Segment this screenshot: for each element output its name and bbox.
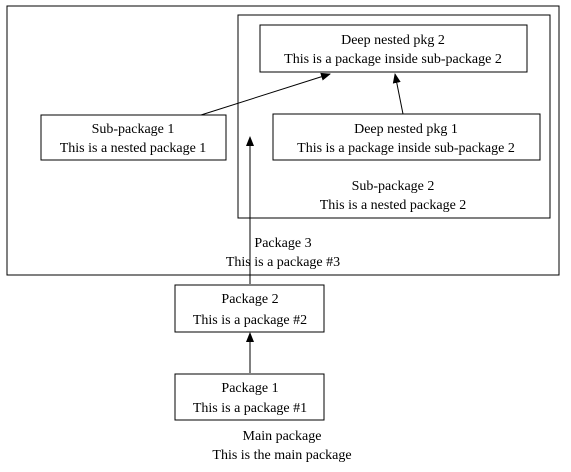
edges xyxy=(200,72,404,373)
node-subtitle: This is a package #2 xyxy=(193,313,307,328)
cluster-package-3-subtitle: This is a package #3 xyxy=(226,255,340,270)
main-package-title: Main package xyxy=(243,429,322,444)
cluster-package-3 xyxy=(6,5,560,276)
node-subpackage-1: Sub-package 1 This is a nested package 1 xyxy=(40,114,227,161)
cluster-subpackage-2 xyxy=(237,14,551,219)
node-title: Sub-package 1 xyxy=(92,122,175,137)
node-package-1: Package 1 This is a package #1 xyxy=(174,373,325,421)
node-deep-nested-pkg-2: Deep nested pkg 2 This is a package insi… xyxy=(259,24,528,73)
node-subtitle: This is a nested package 1 xyxy=(60,141,207,156)
main-package-subtitle: This is the main package xyxy=(212,448,351,463)
edge-subpackage1-to-deep2 xyxy=(200,72,331,116)
node-deep-nested-pkg-1: Deep nested pkg 1 This is a package insi… xyxy=(272,113,541,161)
node-subtitle: This is a package inside sub-package 2 xyxy=(297,141,515,156)
edge-deep1-to-deep2 xyxy=(392,73,404,115)
cluster-package-3-title: Package 3 xyxy=(254,236,311,251)
cluster-subpackage-2-title: Sub-package 2 xyxy=(352,179,435,194)
node-title: Package 2 xyxy=(221,292,278,307)
node-package-2: Package 2 This is a package #2 xyxy=(174,284,325,333)
node-subtitle: This is a package #1 xyxy=(193,401,307,416)
node-title: Deep nested pkg 2 xyxy=(341,33,445,48)
cluster-subpackage-2-subtitle: This is a nested package 2 xyxy=(320,198,467,213)
node-title: Deep nested pkg 1 xyxy=(354,122,458,137)
node-title: Package 1 xyxy=(221,381,278,396)
node-subtitle: This is a package inside sub-package 2 xyxy=(284,52,502,67)
